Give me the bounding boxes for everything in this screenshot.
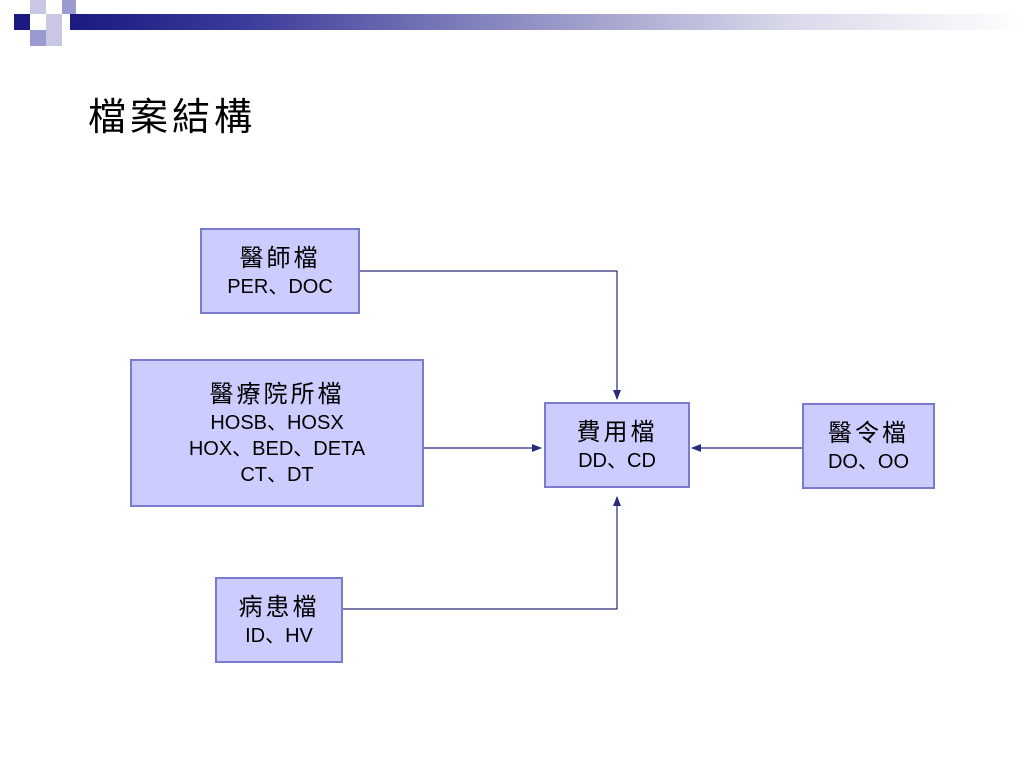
node-order-file: 醫令檔 DO、OO <box>802 403 935 489</box>
node-order-code: DO、OO <box>827 451 910 473</box>
node-patient-name: 病患檔 <box>238 593 320 621</box>
node-hospital-code: HOX、BED、DETA <box>188 438 366 460</box>
node-doctor-file: 醫師檔 PER、DOC <box>200 228 360 314</box>
node-fee-code: DD、CD <box>578 450 656 472</box>
node-hospital-code: HOSB、HOSX <box>210 412 344 434</box>
node-fee-file: 費用檔 DD、CD <box>544 402 690 488</box>
node-doctor-name: 醫師檔 <box>239 244 321 272</box>
node-hospital-code: CT、DT <box>240 464 314 486</box>
header-band <box>70 14 1024 30</box>
node-patient-code: ID、HV <box>245 625 313 647</box>
node-patient-file: 病患檔 ID、HV <box>215 577 343 663</box>
slide-title: 檔案結構 <box>88 95 257 139</box>
header-square-mid <box>62 0 76 14</box>
header-square-mid <box>30 30 46 46</box>
node-fee-name: 費用檔 <box>576 418 658 446</box>
node-hospital-file: 醫療院所檔 HOSB、HOSX HOX、BED、DETA CT、DT <box>130 359 424 507</box>
header-square-dark <box>14 14 30 30</box>
connector-doctor-to-fee <box>360 270 621 400</box>
node-doctor-code: PER、DOC <box>227 276 333 298</box>
connector-patient-to-fee <box>343 496 621 610</box>
header-square-light <box>46 30 62 46</box>
node-hospital-name: 醫療院所檔 <box>209 380 345 408</box>
header-square-light <box>30 0 46 14</box>
header-square-light <box>46 14 62 30</box>
node-order-name: 醫令檔 <box>828 419 909 447</box>
